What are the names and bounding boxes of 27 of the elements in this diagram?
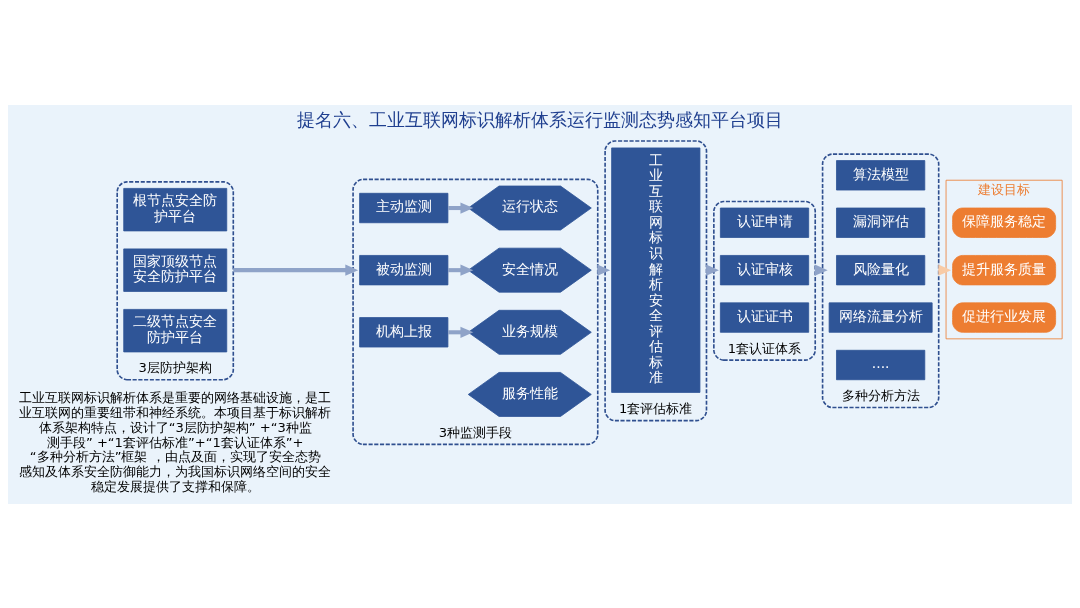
label: 工业互联网标识解析体系是重要的网络基础设施，是工业互联网的重要纽带和神经系统。本项目基于标识解析体系架构特点，设计了“3层防护架构” +“3种监测手段” +“1套评估标准”+“1套认证体系”+“多种分析方法”框架 ，由点及面，实现了安全态势感知及体系安全防御能力，为我国标识网络空间的安全稳定发展提供了支撑和保障。 [19,389,332,494]
node-box: 网络流量分析 [828,301,933,333]
cluster [116,180,235,381]
diagram-title: 提名六、工业互联网标识解析体系运行监测态势感知平台项目 [297,108,783,130]
node-box: 保障服务稳定 [952,207,1056,238]
node-box: .... [836,349,926,380]
node-box: 认证申请 [719,207,810,238]
node-box: 国家顶级节点安全防护平台 [123,248,228,292]
node-label: 1套评估标准 [619,400,693,416]
node-box: 提升服务质量 [952,254,1056,285]
node-label: 3层防护架构 [138,359,212,375]
node-label: 3种监测手段 [438,424,513,440]
node-box: 机构上报 [359,316,449,347]
node-box: 风险量化 [836,254,926,285]
node-box: 工业互联网标识解析安全评估标准 [611,147,701,393]
node-label: 1套认证体系 [727,340,802,356]
node-box: 漏洞评估 [836,207,926,238]
arrow [233,264,359,276]
node-box: 认证证书 [719,301,810,333]
node-box: 主动监测 [359,192,449,223]
node-box: 被动监测 [359,254,449,285]
node-box: 二级节点安全防护平台 [123,308,228,352]
node-label: 多种分析方法 [841,387,920,403]
node-box: 算法模型 [836,159,926,190]
node-box: 根节点安全防护平台 [123,187,228,231]
node-box: 促进行业发展 [952,301,1056,333]
node-box: 认证审核 [719,254,810,285]
